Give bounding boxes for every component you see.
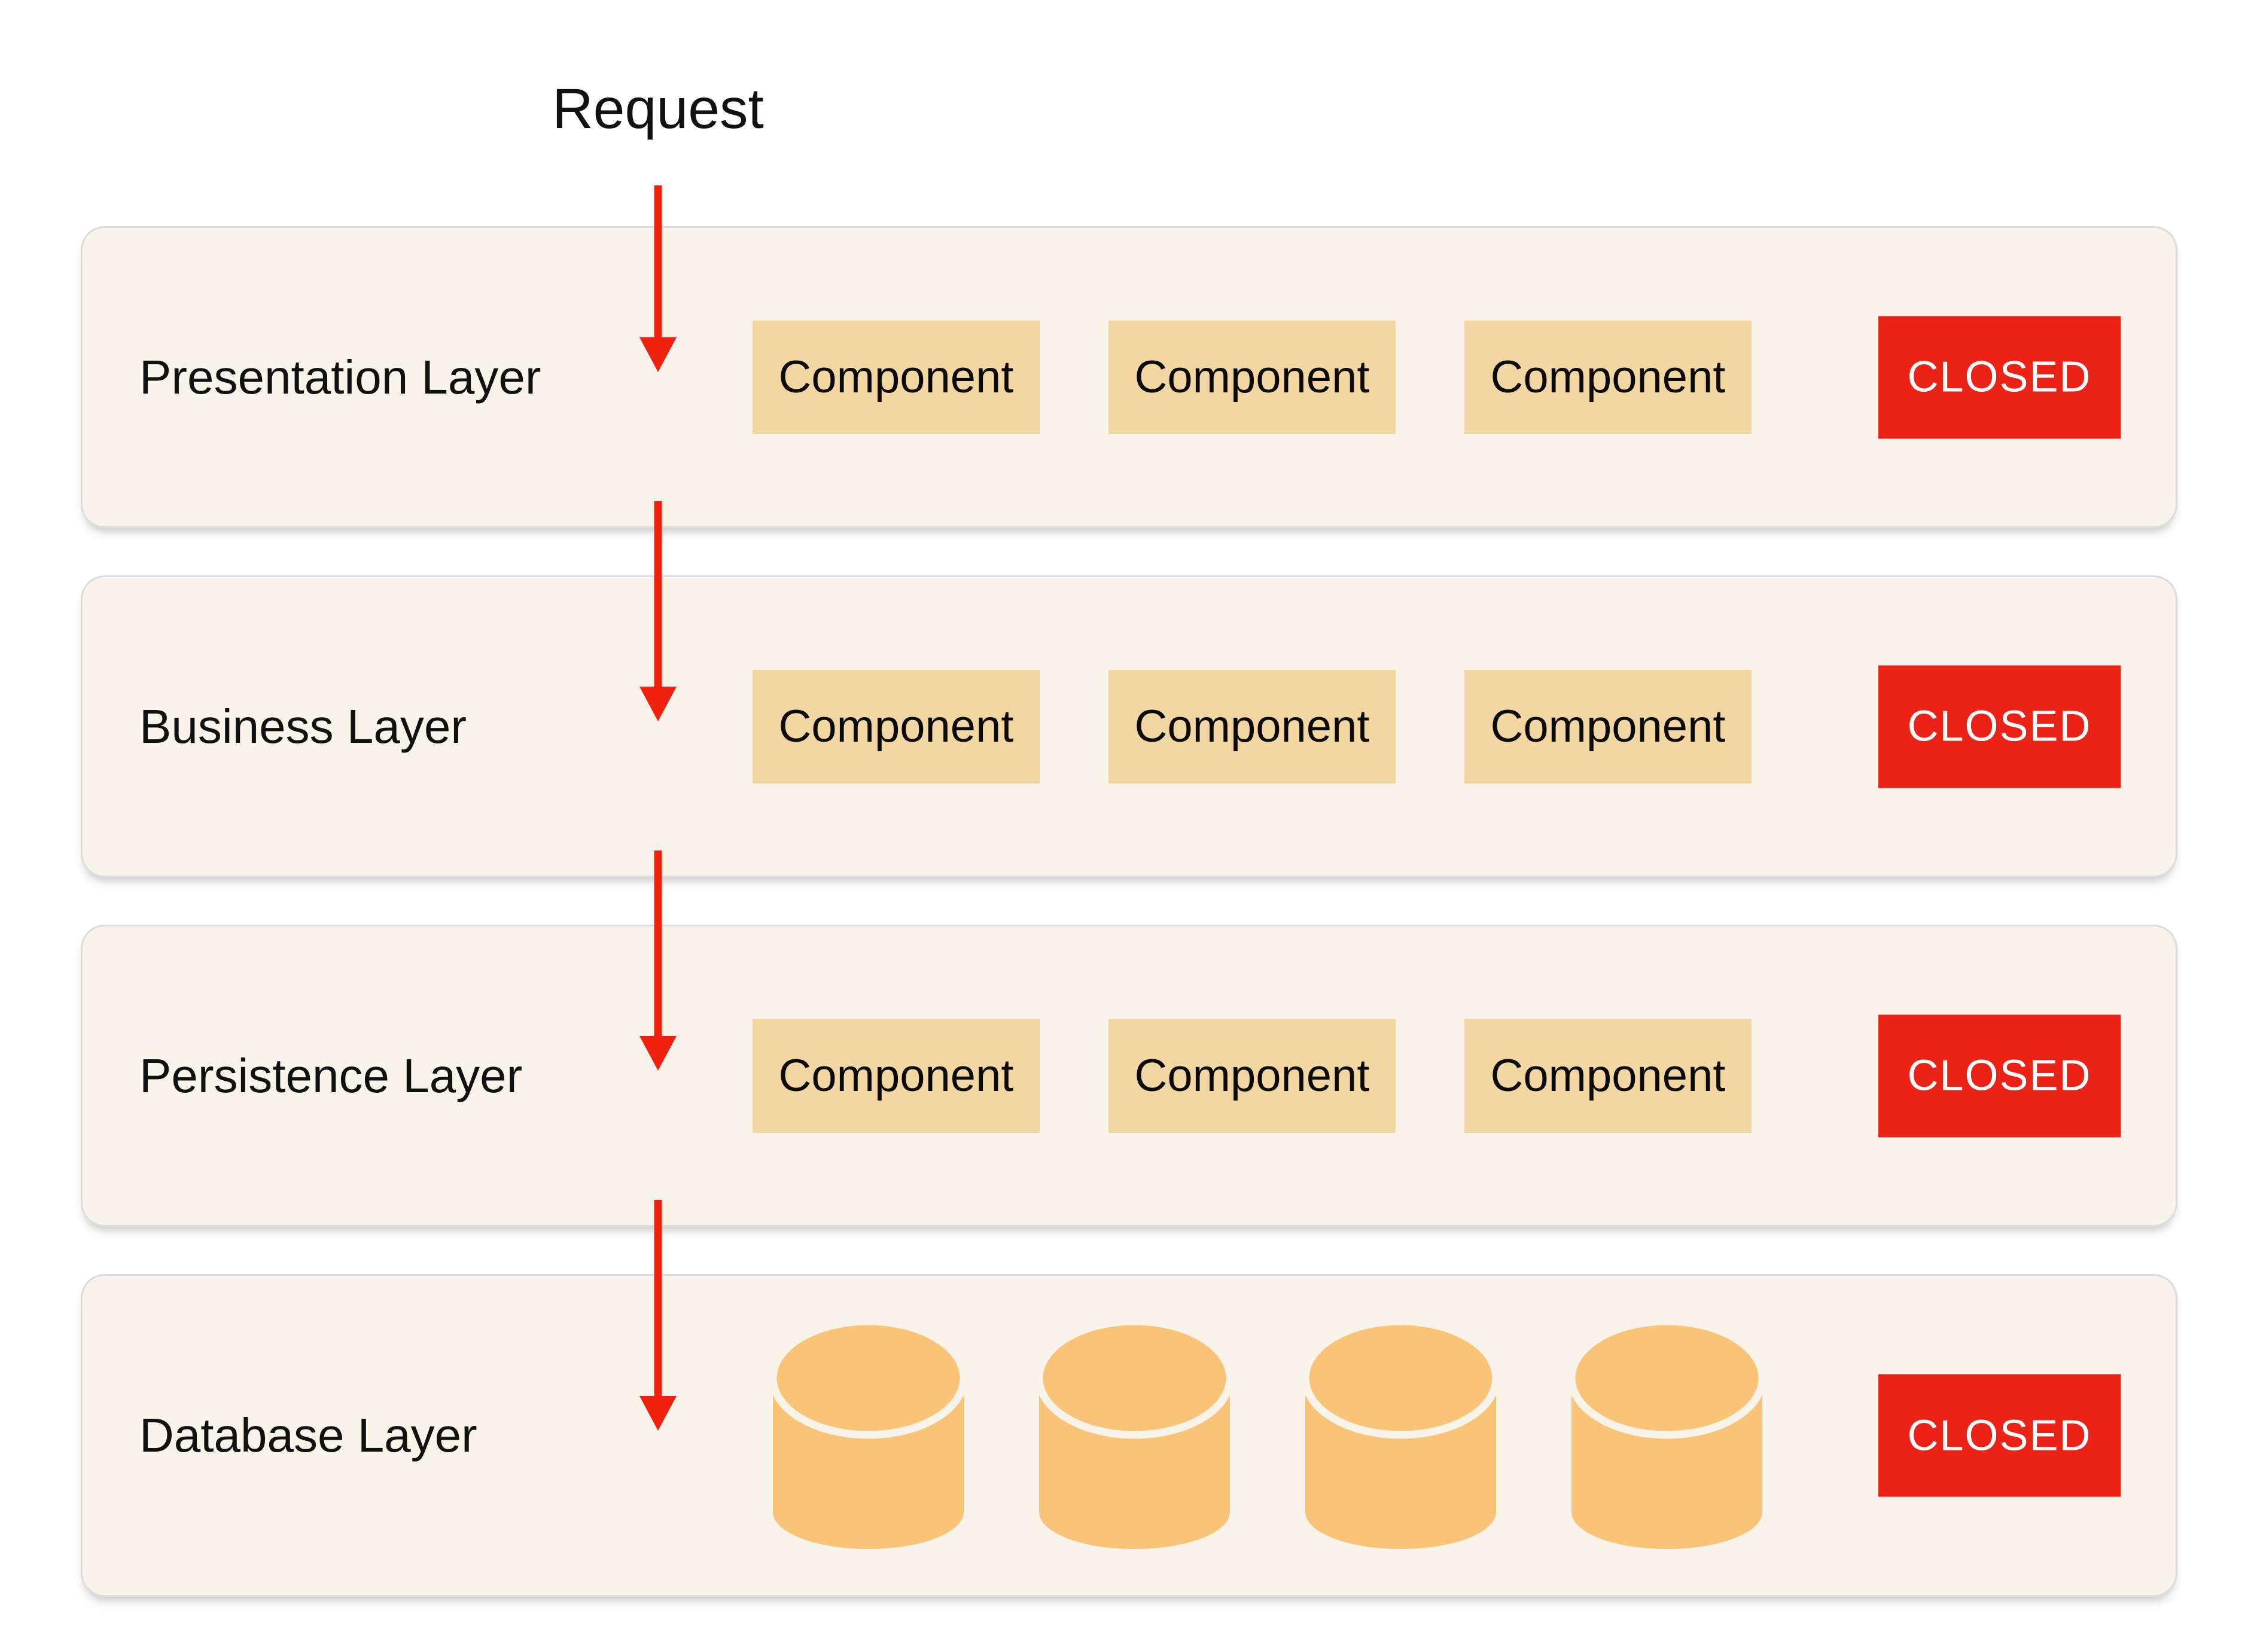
database-cap <box>769 1318 968 1439</box>
component-box: Component <box>753 669 1040 784</box>
component-box: Component <box>753 320 1040 434</box>
layer-title: Presentation Layer <box>139 350 541 404</box>
database-icon <box>769 1318 968 1549</box>
layer-persistence: Persistence Layer Component Component Co… <box>81 925 2177 1227</box>
database-icon <box>1035 1318 1234 1549</box>
component-group: Component Component Component <box>753 320 1752 434</box>
status-badge-closed: CLOSED <box>1878 1374 2121 1497</box>
database-icon <box>1301 1318 1500 1549</box>
layer-database: Database Layer CLOSED <box>81 1274 2177 1597</box>
component-box: Component <box>1464 1019 1752 1133</box>
layer-title: Database Layer <box>139 1409 477 1462</box>
component-box: Component <box>1464 669 1752 784</box>
component-group: Component Component Component <box>753 669 1752 784</box>
component-box: Component <box>1464 320 1752 434</box>
request-label: Request <box>552 77 764 141</box>
component-box: Component <box>1108 1019 1396 1133</box>
component-group: Component Component Component <box>753 1019 1752 1133</box>
database-cap <box>1301 1318 1500 1439</box>
layer-title: Business Layer <box>139 699 467 753</box>
layer-business: Business Layer Component Component Compo… <box>81 575 2177 877</box>
layer-presentation: Presentation Layer Component Component C… <box>81 226 2177 528</box>
status-badge-closed: CLOSED <box>1878 316 2121 438</box>
database-cap <box>1035 1318 1234 1439</box>
database-icon <box>1567 1318 1766 1549</box>
database-group <box>768 1318 1767 1553</box>
component-box: Component <box>1108 669 1396 784</box>
status-badge-closed: CLOSED <box>1878 1014 2121 1137</box>
component-box: Component <box>1108 320 1396 434</box>
component-box: Component <box>753 1019 1040 1133</box>
layer-title: Persistence Layer <box>139 1048 523 1102</box>
status-badge-closed: CLOSED <box>1878 665 2121 788</box>
database-cap <box>1567 1318 1766 1439</box>
